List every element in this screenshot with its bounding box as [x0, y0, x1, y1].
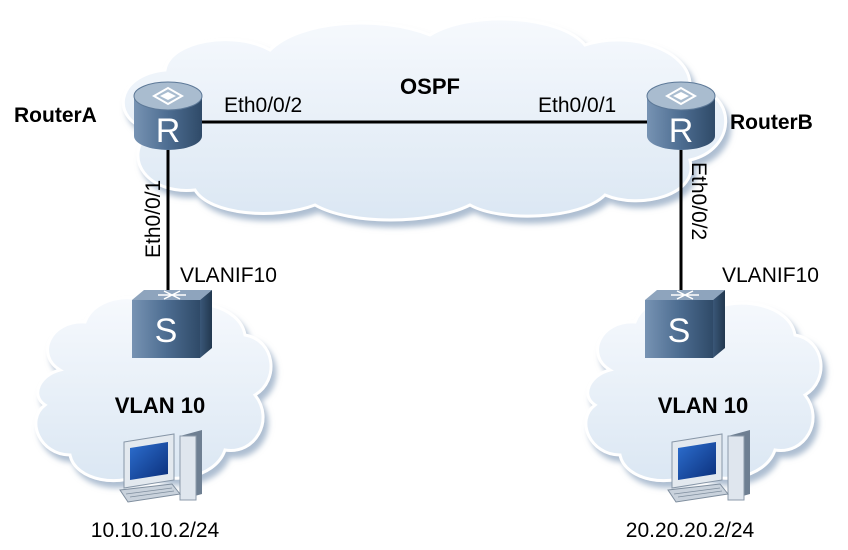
router-a-port-link: Eth0/0/2	[224, 94, 302, 117]
switch-left-vlanif: VLANIF10	[180, 264, 277, 287]
host-left-ip: 10.10.10.2/24	[91, 519, 220, 542]
switch-right-icon[interactable]: S	[644, 289, 726, 359]
vlan-left-label: VLAN 10	[115, 393, 205, 418]
host-right-ip: 20.20.20.2/24	[626, 519, 755, 542]
vlan-cloud-left	[34, 296, 273, 483]
switch-right-vlanif: VLANIF10	[722, 264, 819, 287]
switch-right-glyph: S	[668, 312, 691, 350]
router-a-icon[interactable]: R	[133, 81, 203, 151]
vlan-right-label: VLAN 10	[658, 393, 748, 418]
router-b-port-down: Eth0/0/2	[687, 162, 710, 240]
switch-left-glyph: S	[155, 312, 178, 350]
router-a-port-down: Eth0/0/1	[142, 180, 165, 258]
router-a-glyph: R	[156, 112, 181, 150]
router-b-port-link: Eth0/0/1	[538, 94, 616, 117]
ospf-label: OSPF	[400, 74, 460, 99]
ospf-cloud	[121, 17, 728, 222]
switch-left-icon[interactable]: S	[131, 289, 213, 359]
router-b-icon[interactable]: R	[646, 81, 716, 151]
pc-right-icon[interactable]	[667, 429, 751, 503]
router-b-glyph: R	[669, 112, 694, 150]
router-a-name: RouterA	[14, 104, 97, 127]
router-b-name: RouterB	[730, 111, 813, 134]
pc-left-icon[interactable]	[119, 429, 203, 503]
